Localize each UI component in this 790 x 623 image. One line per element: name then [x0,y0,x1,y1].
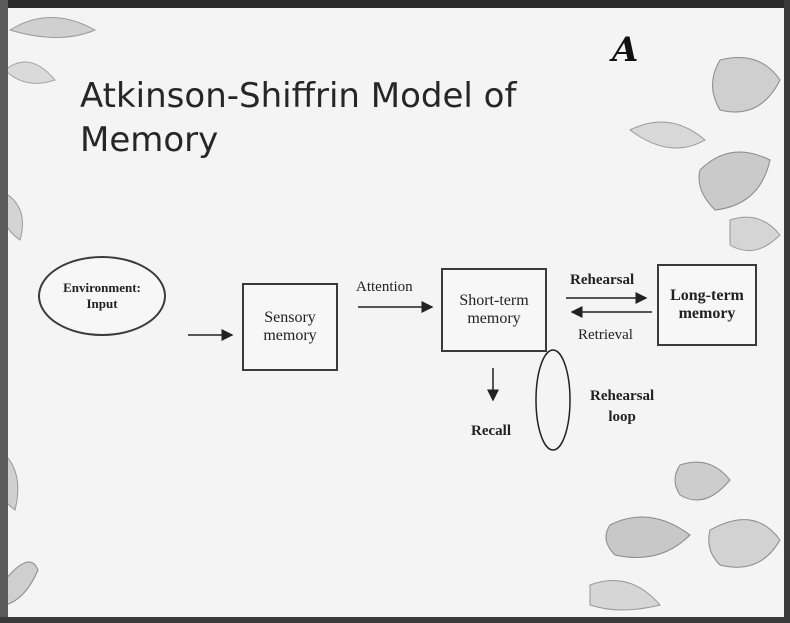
leaf-decoration-top-right [629,57,781,252]
slide-title-line-2: Memory [80,120,219,160]
node-long-term-memory: Long-term memory [657,264,757,346]
label-recall: Recall [471,423,511,439]
label-rehearsal-loop-line-2: loop [608,409,636,425]
handwritten-mark: A [612,30,639,70]
label-rehearsal-loop-line-1: Rehearsal [590,388,655,404]
node-short-term-memory-label: Short-term memory [459,292,529,327]
label-rehearsal: Rehearsal [570,272,635,288]
node-environment-input: Environment: Input [38,256,166,336]
slide-border-top [0,0,790,8]
leaf-decoration-top-left [4,17,97,84]
leaf-decoration-bottom-right [589,461,781,611]
slide-title: Atkinson-Shiffrin Model of Memory [80,74,600,162]
label-attention: Attention [356,279,413,295]
node-environment-input-label: Environment: Input [63,280,141,311]
node-sensory-memory: Sensory memory [242,283,338,371]
slide-border-bottom [0,617,790,623]
label-rehearsal-loop: Rehearsal loop [590,386,654,428]
node-sensory-memory-label: Sensory memory [263,309,317,344]
slide-border-left [0,0,8,623]
slide-border-right [784,0,790,623]
rehearsal-loop-curve [535,349,571,451]
node-short-term-memory: Short-term memory [441,268,547,352]
node-long-term-memory-label: Long-term memory [670,287,744,322]
label-retrieval: Retrieval [578,327,633,343]
slide-title-line-1: Atkinson-Shiffrin Model of [80,76,517,116]
